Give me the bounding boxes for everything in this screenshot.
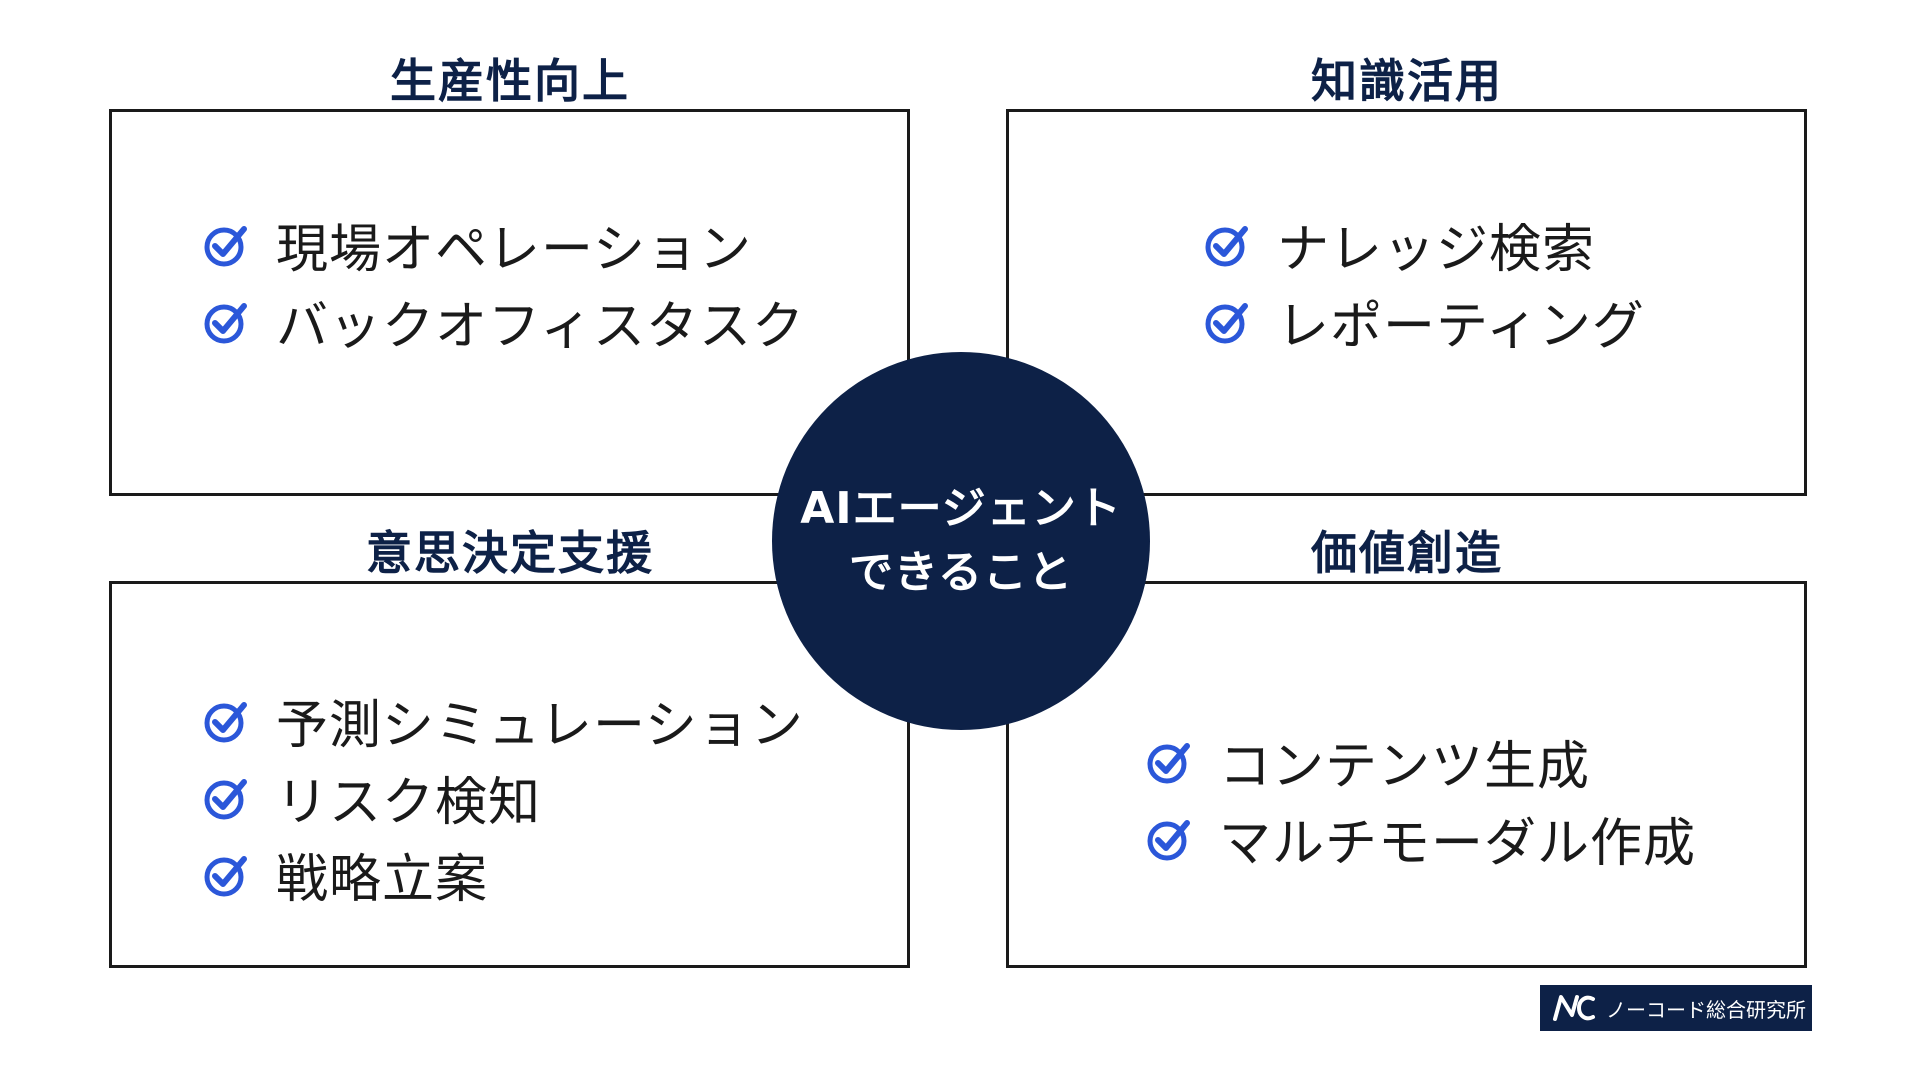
item-list: 予測シミュレーション リスク検知 戦略立案: [112, 682, 907, 913]
center-title-line2: できること: [848, 547, 1074, 598]
item-label: 現場オペレーション: [276, 220, 752, 280]
quadrant-box-knowledge: ナレッジ検索 レポーティング: [1006, 109, 1807, 496]
list-item: リスク検知: [200, 759, 907, 836]
checkmark-circle-icon: [1205, 225, 1248, 266]
item-list: 現場オペレーション バックオフィスタスク: [112, 206, 907, 360]
quadrant-title-decision-support: 意思決定支援: [366, 526, 654, 580]
checkmark-circle-icon: [204, 302, 247, 343]
item-label: 予測シミュレーション: [276, 696, 804, 756]
center-title-line1: AIエージェント: [800, 483, 1122, 534]
item-list: コンテンツ生成 マルチモーダル作成: [1009, 723, 1804, 877]
nc-logo-icon: [1553, 995, 1595, 1021]
list-item: マルチモーダル作成: [1143, 800, 1804, 877]
item-label: ナレッジ検索: [1277, 220, 1596, 280]
item-label: 戦略立案: [276, 850, 489, 910]
quadrant-title-productivity: 生産性向上: [390, 54, 630, 108]
list-item: レポーティング: [1201, 283, 1804, 360]
brand-name: ノーコード総合研究所: [1606, 997, 1806, 1022]
item-label: バックオフィスタスク: [276, 297, 805, 357]
quadrant-box-productivity: 現場オペレーション バックオフィスタスク: [109, 109, 910, 496]
checkmark-circle-icon: [204, 225, 247, 266]
list-item: バックオフィスタスク: [200, 283, 907, 360]
quadrant-box-value-creation: コンテンツ生成 マルチモーダル作成: [1006, 581, 1807, 968]
checkmark-circle-icon: [204, 701, 247, 742]
checkmark-circle-icon: [1147, 819, 1190, 860]
item-label: レポーティング: [1277, 297, 1645, 357]
list-item: コンテンツ生成: [1143, 723, 1804, 800]
quadrant-title-knowledge: 知識活用: [1311, 54, 1503, 108]
quadrant-box-decision-support: 予測シミュレーション リスク検知 戦略立案: [109, 581, 910, 968]
center-circle: AIエージェント できること: [772, 352, 1150, 730]
item-label: リスク検知: [276, 773, 542, 833]
brand-logo: ノーコード総合研究所: [1540, 985, 1812, 1031]
quadrant-title-value-creation: 価値創造: [1311, 526, 1503, 580]
item-list: ナレッジ検索 レポーティング: [1009, 206, 1804, 360]
item-label: コンテンツ生成: [1219, 737, 1591, 797]
item-label: マルチモーダル作成: [1219, 814, 1697, 874]
checkmark-circle-icon: [204, 855, 247, 896]
checkmark-circle-icon: [1147, 742, 1190, 783]
list-item: ナレッジ検索: [1201, 206, 1804, 283]
list-item: 予測シミュレーション: [200, 682, 907, 759]
checkmark-circle-icon: [1205, 302, 1248, 343]
checkmark-circle-icon: [204, 778, 247, 819]
list-item: 現場オペレーション: [200, 206, 907, 283]
list-item: 戦略立案: [200, 836, 907, 913]
